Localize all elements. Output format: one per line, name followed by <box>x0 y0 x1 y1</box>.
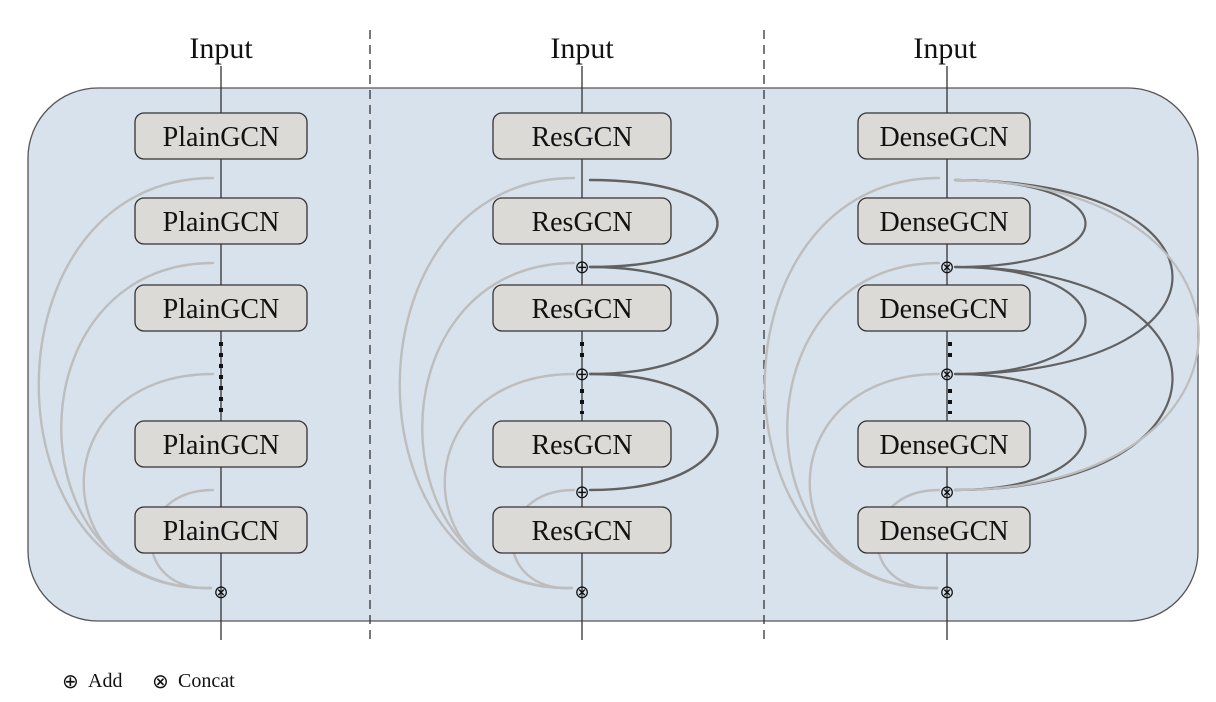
res-block-1 <box>492 112 672 160</box>
plain-block-2 <box>134 197 308 245</box>
plain-block-2-label: PlainGCN <box>163 207 280 238</box>
dense-long-arc-1 <box>953 178 1200 492</box>
res-add-icon-2: ⊕ <box>574 364 589 385</box>
dense-concat-icon-2: ⊗ <box>939 364 954 385</box>
dense-input-title: Input <box>913 32 977 65</box>
plain-block-1-label: PlainGCN <box>163 122 280 153</box>
res-output-concat-icon: ⊗ <box>574 582 589 603</box>
res-block-3 <box>492 284 672 332</box>
plain-output-concat-icon: ⊗ <box>213 582 228 603</box>
dense-connection-arc-4 <box>953 178 1174 376</box>
res-block-4-label: ResGCN <box>531 430 632 461</box>
res-block-2-label: ResGCN <box>531 207 632 238</box>
dense-block-5-label: DenseGCN <box>879 516 1008 547</box>
plain-block-5-label: PlainGCN <box>163 516 280 547</box>
res-block-2 <box>492 197 672 245</box>
res-block-3-label: ResGCN <box>531 294 632 325</box>
dense-output-concat-icon: ⊗ <box>939 582 954 603</box>
plain-block-5 <box>134 506 308 554</box>
dense-block-1-label: DenseGCN <box>879 122 1008 153</box>
legend-concat-label: Concat <box>178 670 235 692</box>
res-block-5-label: ResGCN <box>531 516 632 547</box>
dense-block-4 <box>857 420 1031 468</box>
dense-skip-arc-3 <box>808 372 941 590</box>
dense-concat-icon-1: ⊗ <box>939 257 954 278</box>
plain-block-3 <box>134 284 308 332</box>
dense-block-3-label: DenseGCN <box>879 294 1008 325</box>
dense-block-4-label: DenseGCN <box>879 430 1008 461</box>
res-block-1-label: ResGCN <box>531 122 632 153</box>
dense-concat-icon-3: ⊗ <box>939 482 954 503</box>
plain-block-4 <box>134 420 308 468</box>
dense-block-3 <box>857 284 1031 332</box>
dense-block-2 <box>857 197 1031 245</box>
dense-block-5 <box>857 506 1031 554</box>
dense-block-2-label: DenseGCN <box>879 207 1008 238</box>
plain-block-3-label: PlainGCN <box>163 294 280 325</box>
plain-gcn-column: Input PlainGCN PlainGCN PlainGCN PlainGC… <box>134 32 308 640</box>
res-residual-arc-1 <box>588 178 719 269</box>
legend-add-label: Add <box>88 670 122 692</box>
res-residual-arc-3 <box>588 372 719 492</box>
res-add-icon-3: ⊕ <box>574 482 589 503</box>
legend-concat-icon: ⊗ <box>152 669 169 693</box>
dense-block-1 <box>857 112 1031 160</box>
plain-block-4-label: PlainGCN <box>163 430 280 461</box>
res-block-4 <box>492 420 672 468</box>
res-input-title: Input <box>550 32 614 65</box>
res-add-icon-1: ⊕ <box>574 257 589 278</box>
res-block-5 <box>492 506 672 554</box>
res-residual-arc-2 <box>588 265 719 376</box>
res-gcn-column: Input ResGCN ResGCN ⊕ ResGCN ⊕ ResGCN ⊕ … <box>492 32 672 640</box>
plain-input-title: Input <box>189 32 253 65</box>
legend-add-icon: ⊕ <box>62 669 79 693</box>
dense-connection-arc-2 <box>953 265 1087 376</box>
plain-skip-arc-3 <box>82 372 215 590</box>
res-skip-arc-3 <box>443 372 576 590</box>
dense-connection-arc-3 <box>953 372 1087 492</box>
legend: ⊕ Add ⊗ Concat <box>62 669 235 693</box>
dense-gcn-column: Input DenseGCN DenseGCN ⊗ DenseGCN ⊗ Den… <box>857 32 1031 640</box>
plain-block-1 <box>134 112 308 160</box>
